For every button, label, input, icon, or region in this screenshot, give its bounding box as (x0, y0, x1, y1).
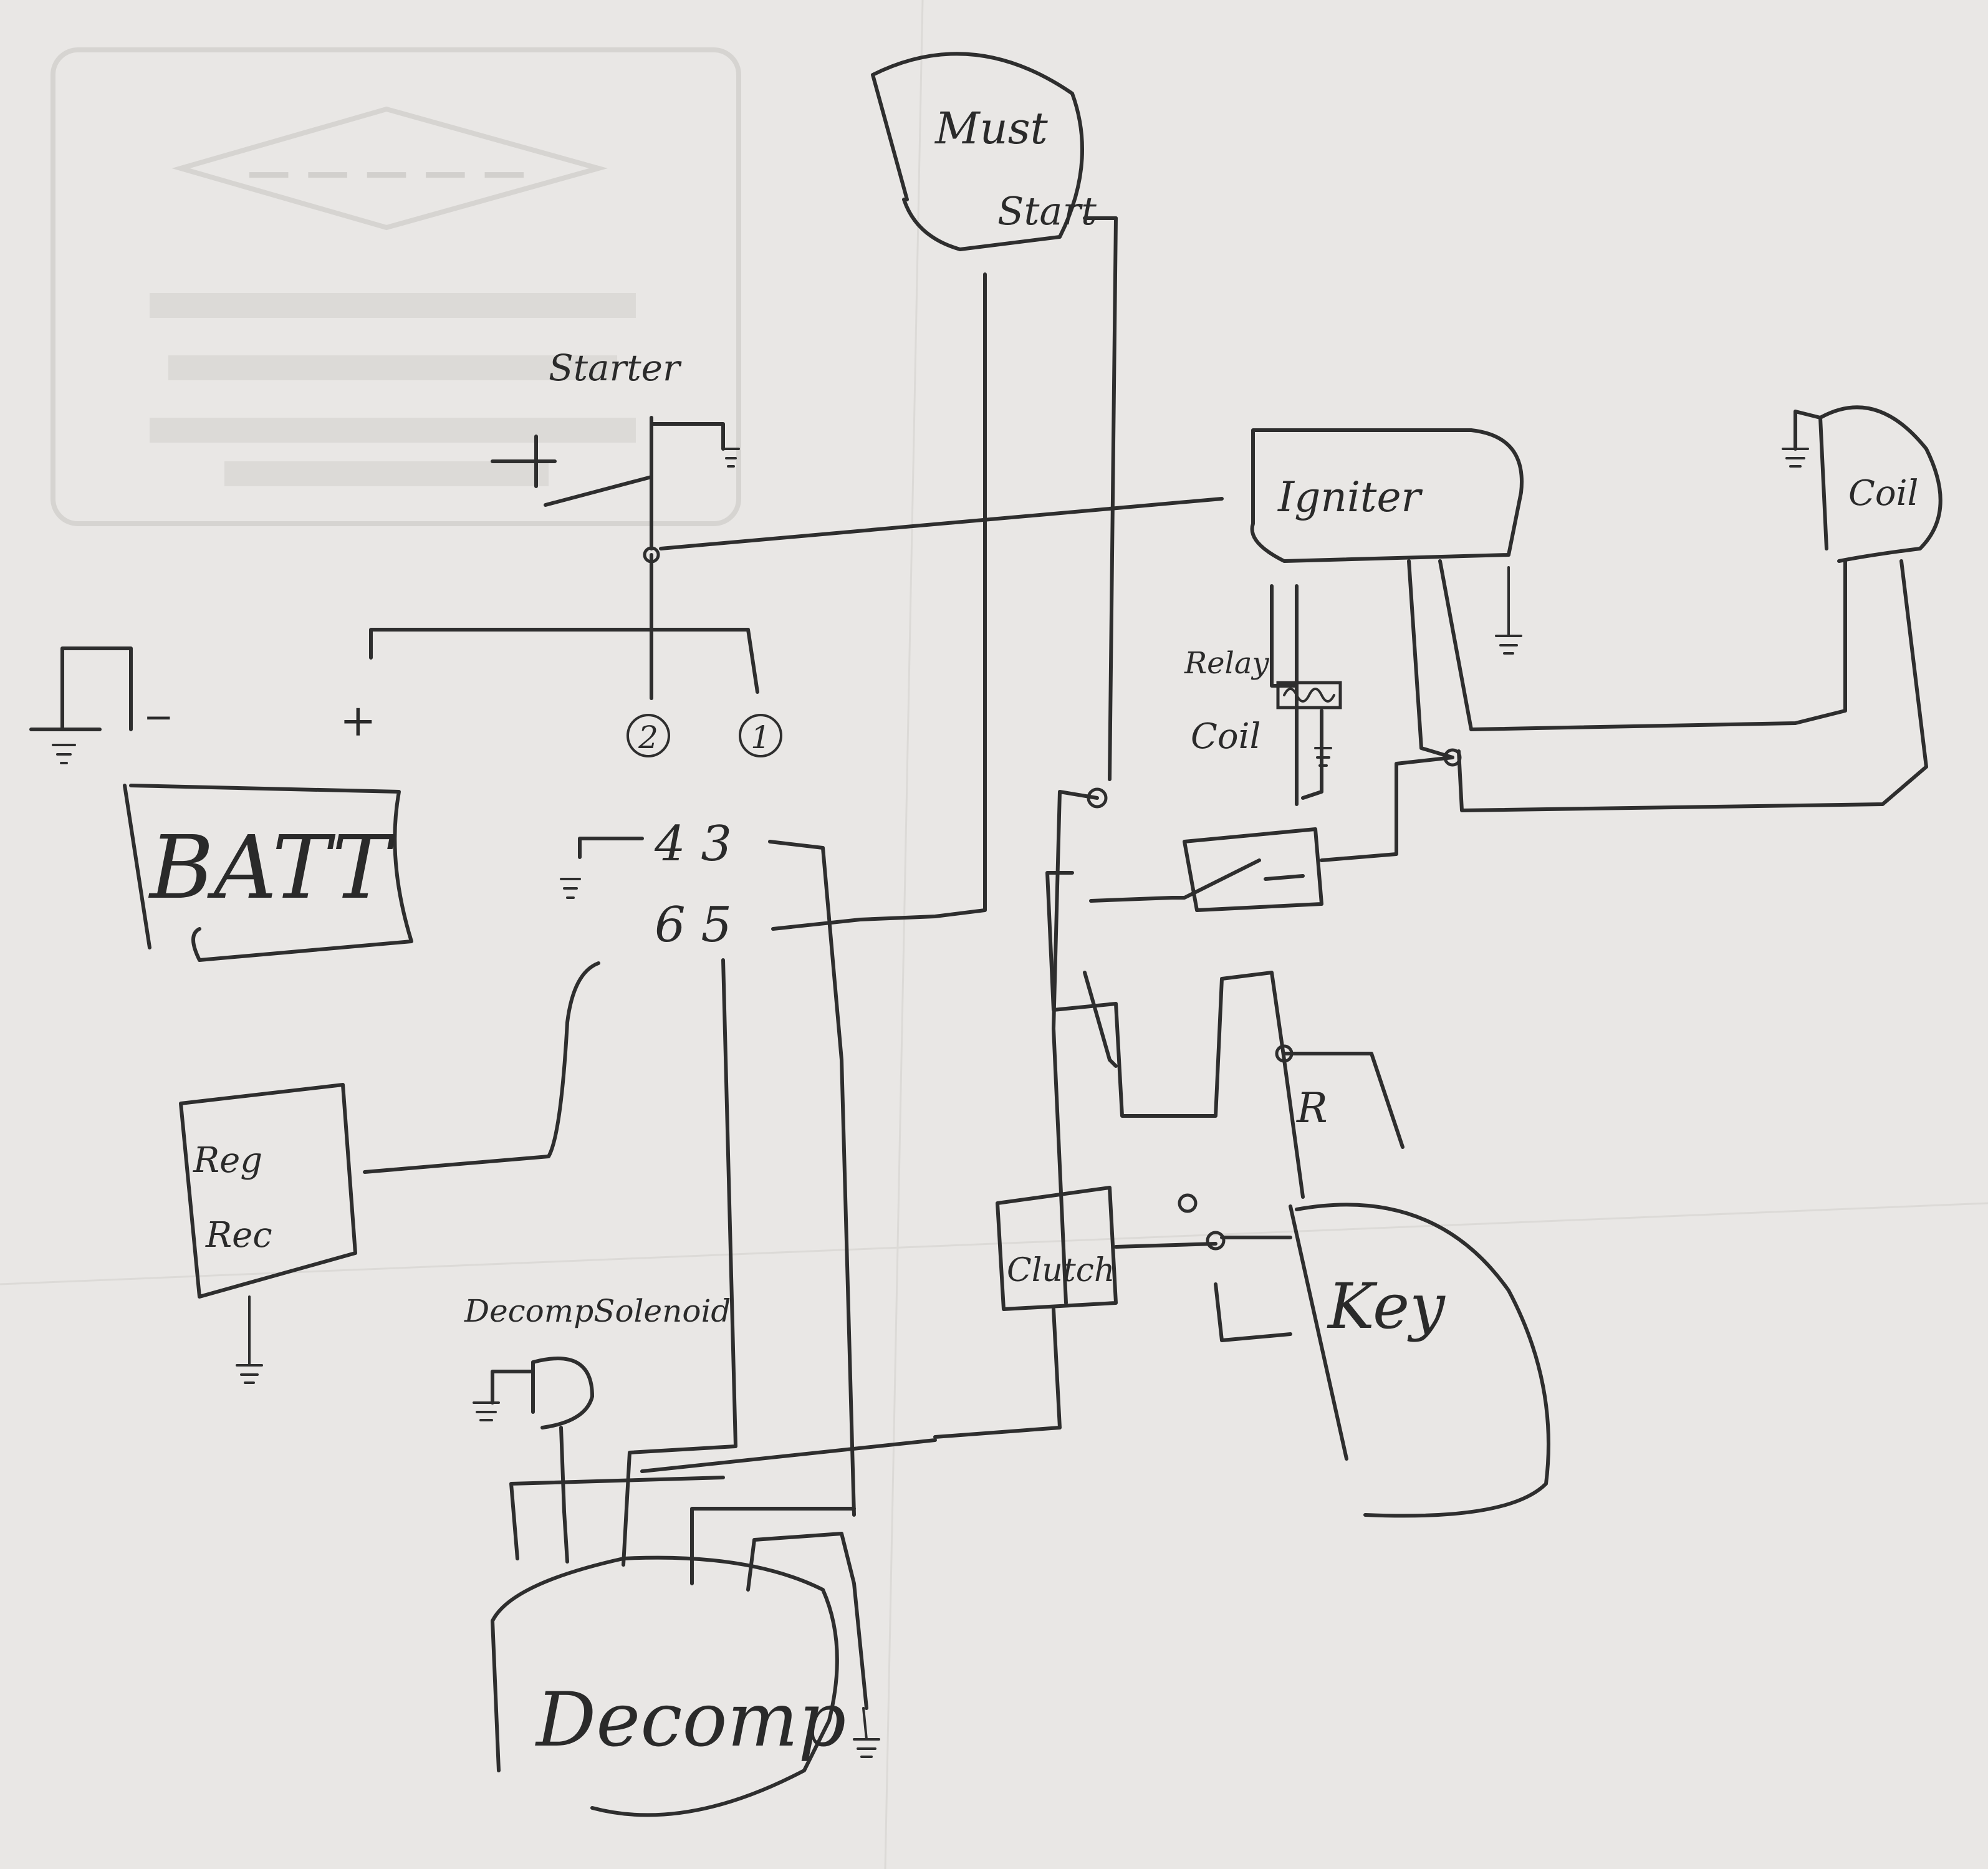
connector-top-label: 4 3 (654, 816, 732, 872)
decomp-solenoid: DecompSolenoid (464, 1293, 731, 1514)
relay-coil: Relay Coil (1184, 584, 1342, 806)
terminal-2-circle (627, 714, 670, 757)
connector-bottom-label: 6 5 (655, 897, 732, 953)
ground-symbol-icon (1782, 448, 1809, 468)
battery-label: BATT (148, 817, 395, 919)
clutch-switch: Clutch (933, 1186, 1292, 1439)
starter-relay-terminals: 2 1 (369, 553, 782, 757)
connector-block: 4 3 6 5 (560, 272, 987, 1517)
relay-coil-label-2: Coil (1191, 716, 1261, 757)
junction-dot-icon (1443, 748, 1462, 767)
terminal-2-label: 2 (638, 719, 658, 756)
regulator-rectifier: Reg Rec (179, 961, 600, 1384)
relay-coil-label-1: Relay (1184, 646, 1270, 681)
key-label: Key (1327, 1270, 1446, 1343)
watermark-logo: — — — — — (50, 47, 741, 526)
igniter-label: Igniter (1277, 473, 1423, 521)
battery-minus-label: − (143, 696, 174, 738)
reg-rec-label-2: Rec (205, 1215, 272, 1256)
relay-coil-winding (1276, 681, 1342, 709)
starter-label: Starter (549, 347, 682, 389)
coil-label: Coil (1848, 473, 1918, 514)
relay-switch-icon (1089, 756, 1454, 912)
decomp-solenoid-label: DecompSolenoid (464, 1293, 731, 1329)
junction-dot-icon (1206, 1231, 1226, 1251)
ground-symbol-icon (853, 1707, 880, 1758)
ground-symbol-icon (560, 878, 581, 899)
battery: BATT − + (29, 646, 413, 962)
terminal-1-label: 1 (751, 719, 771, 756)
decomp-label: Decomp (535, 1677, 846, 1764)
svg-text:— — — — —: — — — — — (247, 147, 526, 198)
reg-rec-label-1: Reg (193, 1140, 262, 1181)
decomp-harness-wiring (509, 958, 937, 1585)
r-label: R (1296, 1084, 1328, 1132)
terminal-1-circle (739, 714, 782, 757)
ground-symbol-icon (1495, 566, 1522, 655)
must-start-label-2: Start (997, 188, 1097, 234)
coil-box: Coil (1782, 405, 1942, 563)
switch-icon (1178, 1193, 1198, 1213)
starter-plus-icon (491, 435, 557, 488)
ground-symbol-icon (236, 1295, 263, 1384)
ground-symbol-icon (473, 1401, 500, 1421)
key-switch: Key (1289, 1203, 1550, 1518)
must-start-label-1: Must (934, 103, 1049, 154)
ground-symbol-icon (1314, 747, 1332, 767)
must-start-switch: Must Start (871, 52, 1097, 251)
starter-switch: Starter (491, 347, 740, 564)
igniter-box: Igniter (1250, 428, 1524, 655)
key-switch-wiring: R (1045, 871, 1405, 1199)
ground-symbol-icon (52, 744, 76, 764)
battery-plus-label: + (340, 695, 377, 746)
igniter-coil-wiring (659, 216, 1928, 1305)
ground-symbol-icon (722, 448, 740, 468)
decomp-module: Decomp (491, 1532, 880, 1817)
clutch-label: Clutch (1007, 1252, 1115, 1289)
